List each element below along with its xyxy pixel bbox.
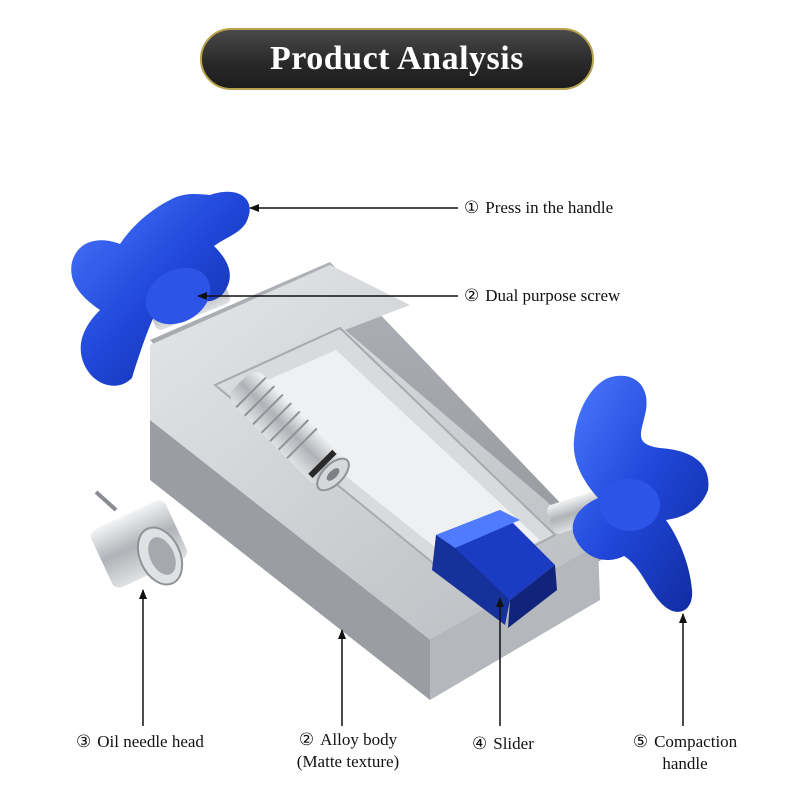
oil-needle-head bbox=[90, 490, 188, 588]
alloy-body bbox=[150, 262, 610, 700]
compaction-handle-knob bbox=[572, 375, 709, 612]
press-handle-knob bbox=[71, 191, 250, 386]
callout-lines bbox=[139, 204, 687, 726]
title-banner: Product Analysis bbox=[200, 28, 594, 90]
slider-block bbox=[432, 510, 557, 628]
page-title: Product Analysis bbox=[270, 40, 524, 77]
inner-screw bbox=[230, 371, 350, 492]
